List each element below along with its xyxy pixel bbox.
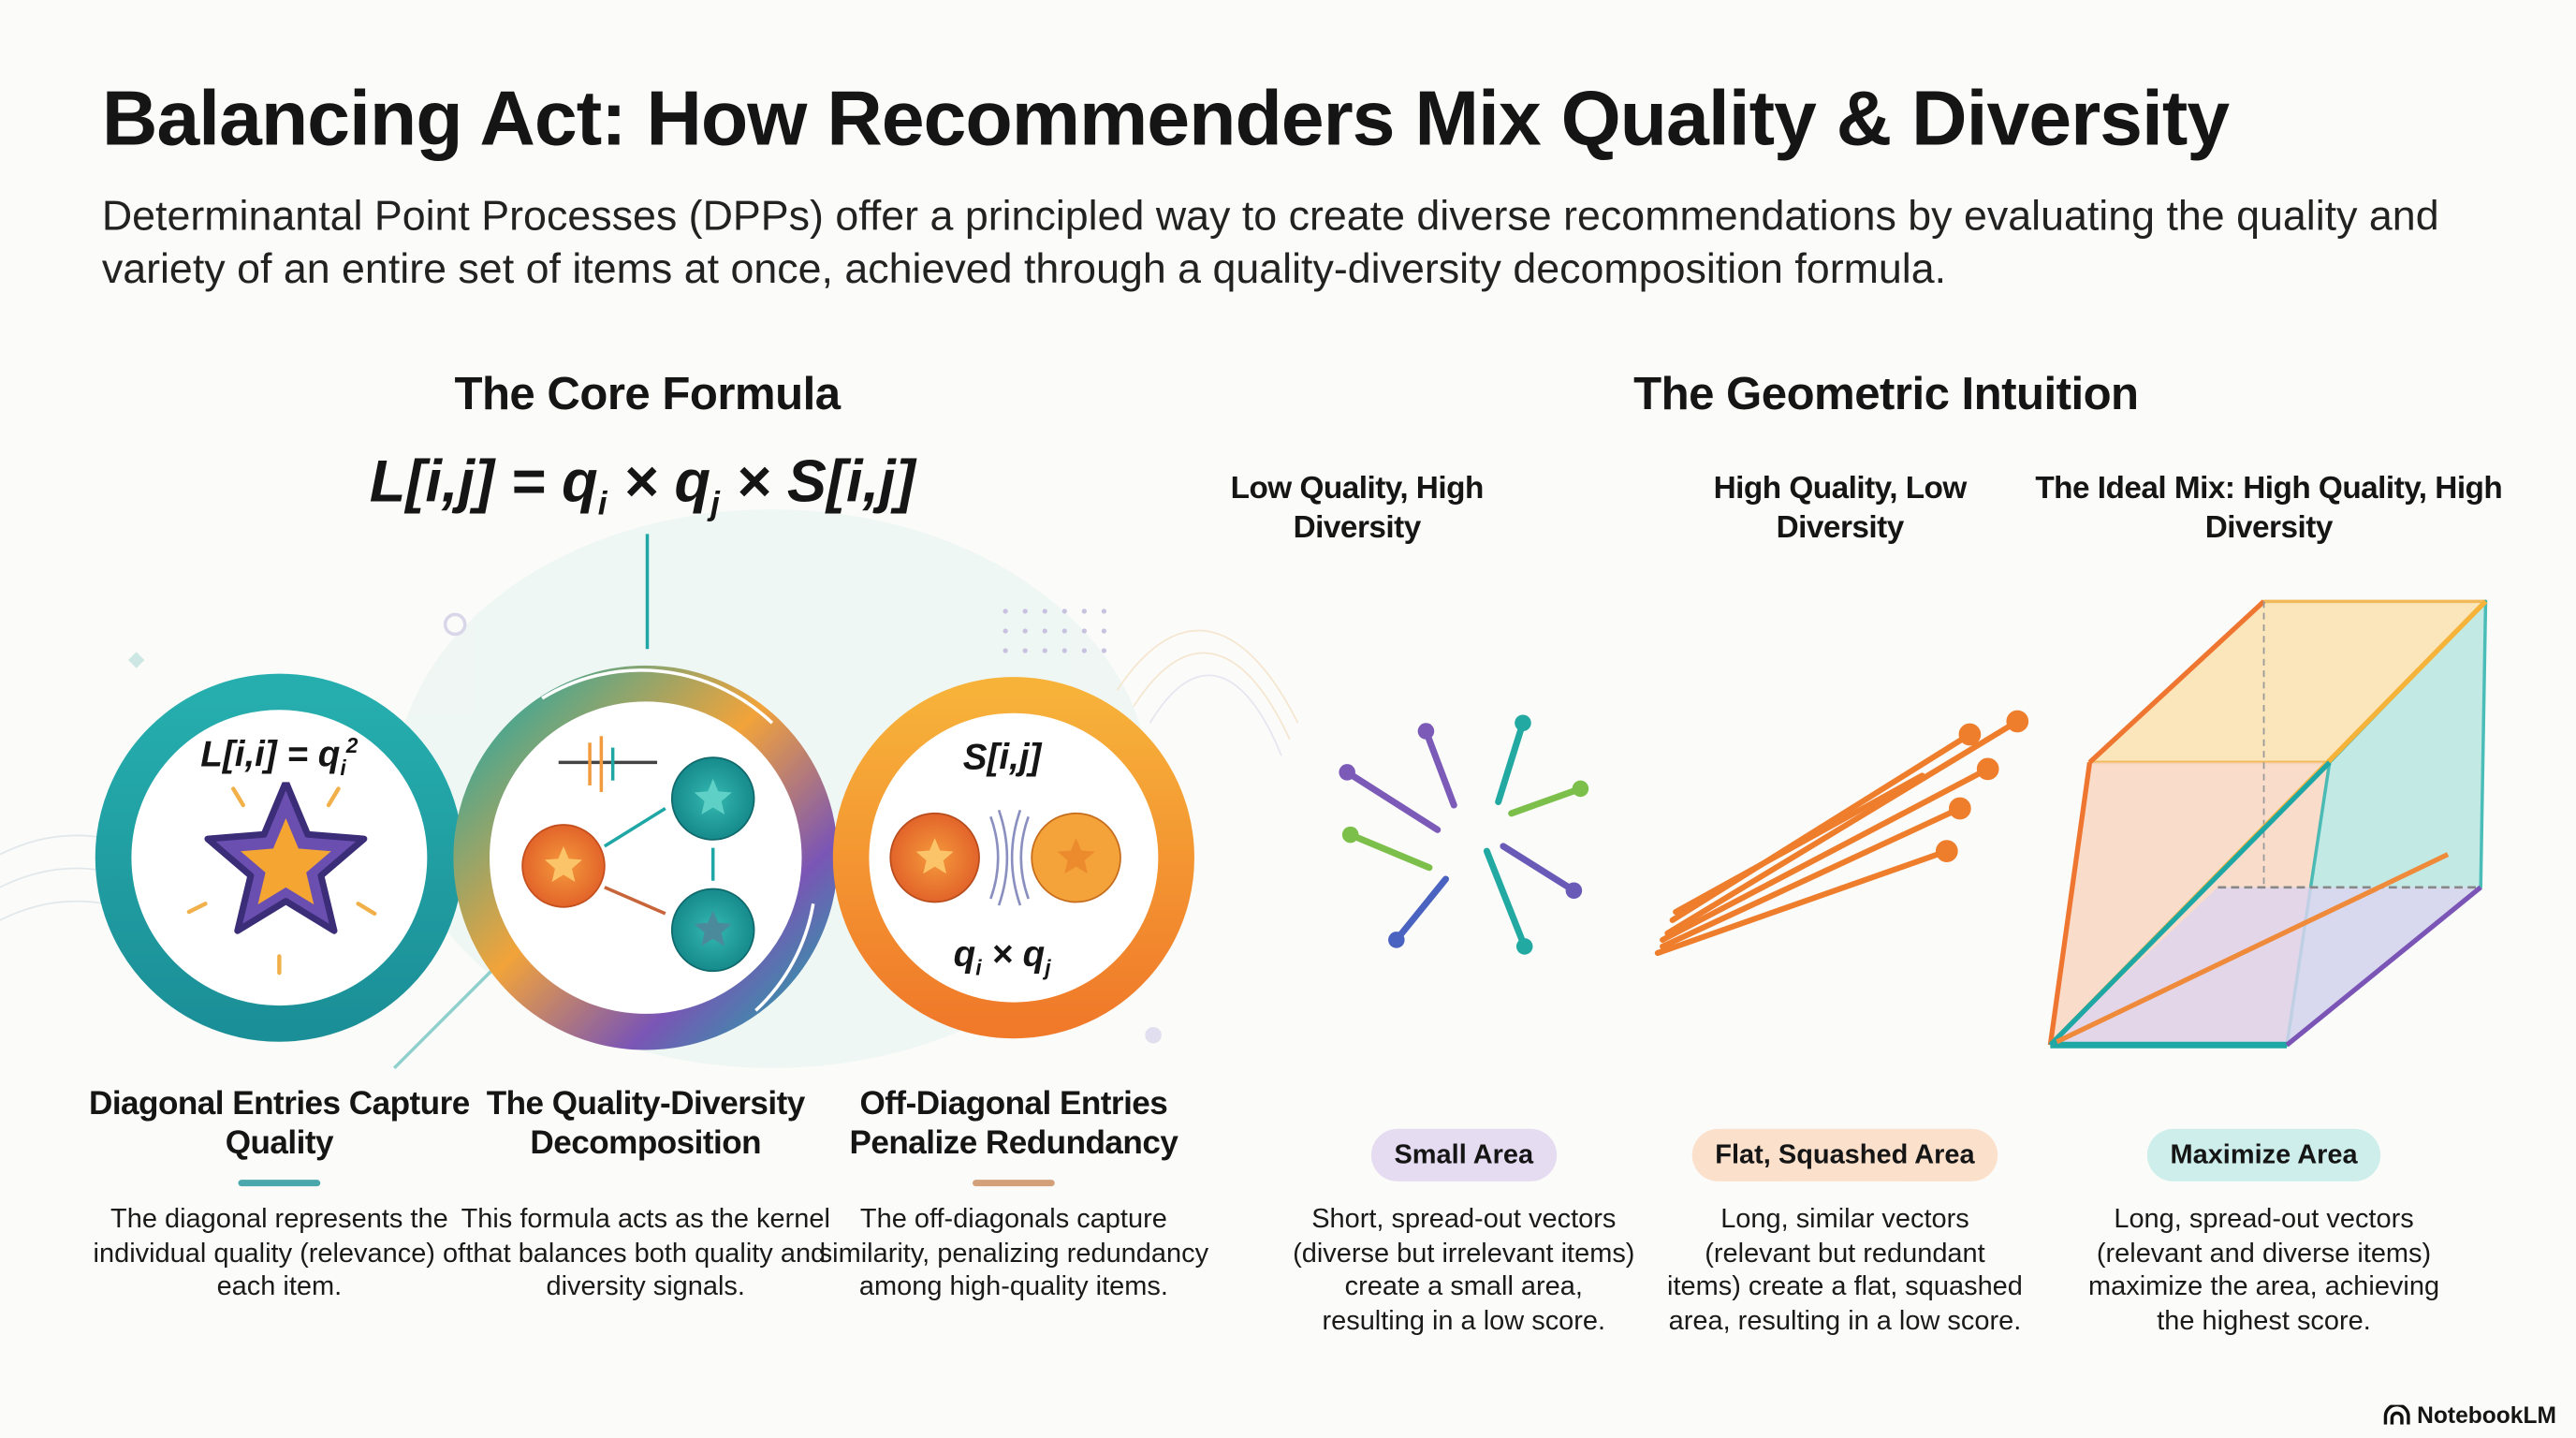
page-title: Balancing Act: How Recommenders Mix Qual… bbox=[101, 73, 2230, 161]
off-diagonal-circle bbox=[832, 677, 1194, 1039]
decomposition-title: The Quality-Diversity Decomposition bbox=[486, 1086, 806, 1162]
diagonal-title: Diagonal Entries Capture Quality bbox=[88, 1086, 470, 1162]
geometric-heading: The Geometric Intuition bbox=[1633, 368, 2139, 419]
short-vectors bbox=[1339, 714, 1589, 955]
long-similar-vectors bbox=[1654, 710, 2029, 957]
small-area-pill: Small Area bbox=[1370, 1128, 1557, 1181]
diagonal-description: The diagonal represents the individual q… bbox=[93, 1204, 466, 1302]
off-diagonal-description: The off-diagonals capture similarity, pe… bbox=[818, 1204, 1209, 1302]
maximize-area-pill: Maximize Area bbox=[2146, 1128, 2381, 1181]
ideal-mix-description: Long, spread-out vectors (relevant and d… bbox=[2088, 1204, 2440, 1336]
quality-product: qi × qj bbox=[953, 932, 1051, 980]
off-diagonal-title: Off-Diagonal Entries Penalize Redundancy bbox=[849, 1086, 1178, 1162]
brand-watermark: NotebookLM bbox=[2384, 1401, 2556, 1428]
orange-underline bbox=[973, 1180, 1055, 1187]
decomposition-circle bbox=[453, 665, 839, 1050]
repulsion-lines bbox=[989, 809, 1030, 906]
decomposition-description: This formula acts as the kernel that bal… bbox=[461, 1204, 830, 1302]
core-formula-heading: The Core Formula bbox=[454, 368, 841, 419]
low-diversity-title: High Quality, Low Diversity bbox=[1713, 471, 1968, 546]
sparkle-icon bbox=[186, 786, 377, 976]
diagonal-circle bbox=[95, 673, 463, 1042]
similarity-label: S[i,j] bbox=[962, 736, 1042, 778]
vector-orange bbox=[2056, 852, 2450, 1045]
vector-teal bbox=[2048, 760, 2332, 1048]
dot-grid bbox=[1003, 609, 1107, 653]
core-formula: L[i,j] = qi × qj × S[i,j] bbox=[369, 447, 915, 523]
brand-name: NotebookLM bbox=[2417, 1401, 2556, 1429]
diagonal-equation: L[i,i] = qi2 bbox=[200, 732, 359, 781]
low-diversity-description: Long, similar vectors (relevant but redu… bbox=[1667, 1204, 2023, 1336]
notebooklm-logo-icon bbox=[2384, 1404, 2411, 1425]
low-quality-title: Low Quality, High Diversity bbox=[1230, 471, 1485, 546]
low-quality-description: Short, spread-out vectors (diverse but i… bbox=[1293, 1204, 1635, 1336]
squashed-area-pill: Flat, Squashed Area bbox=[1691, 1128, 1998, 1181]
teal-underline bbox=[238, 1180, 321, 1187]
page-subtitle: Determinantal Point Processes (DPPs) off… bbox=[101, 194, 2439, 293]
parallelepiped bbox=[2047, 599, 2488, 1049]
ring-decoration bbox=[443, 612, 467, 637]
cycle-arrow bbox=[541, 668, 774, 725]
ideal-mix-title: The Ideal Mix: High Quality, High Divers… bbox=[2035, 471, 2503, 546]
